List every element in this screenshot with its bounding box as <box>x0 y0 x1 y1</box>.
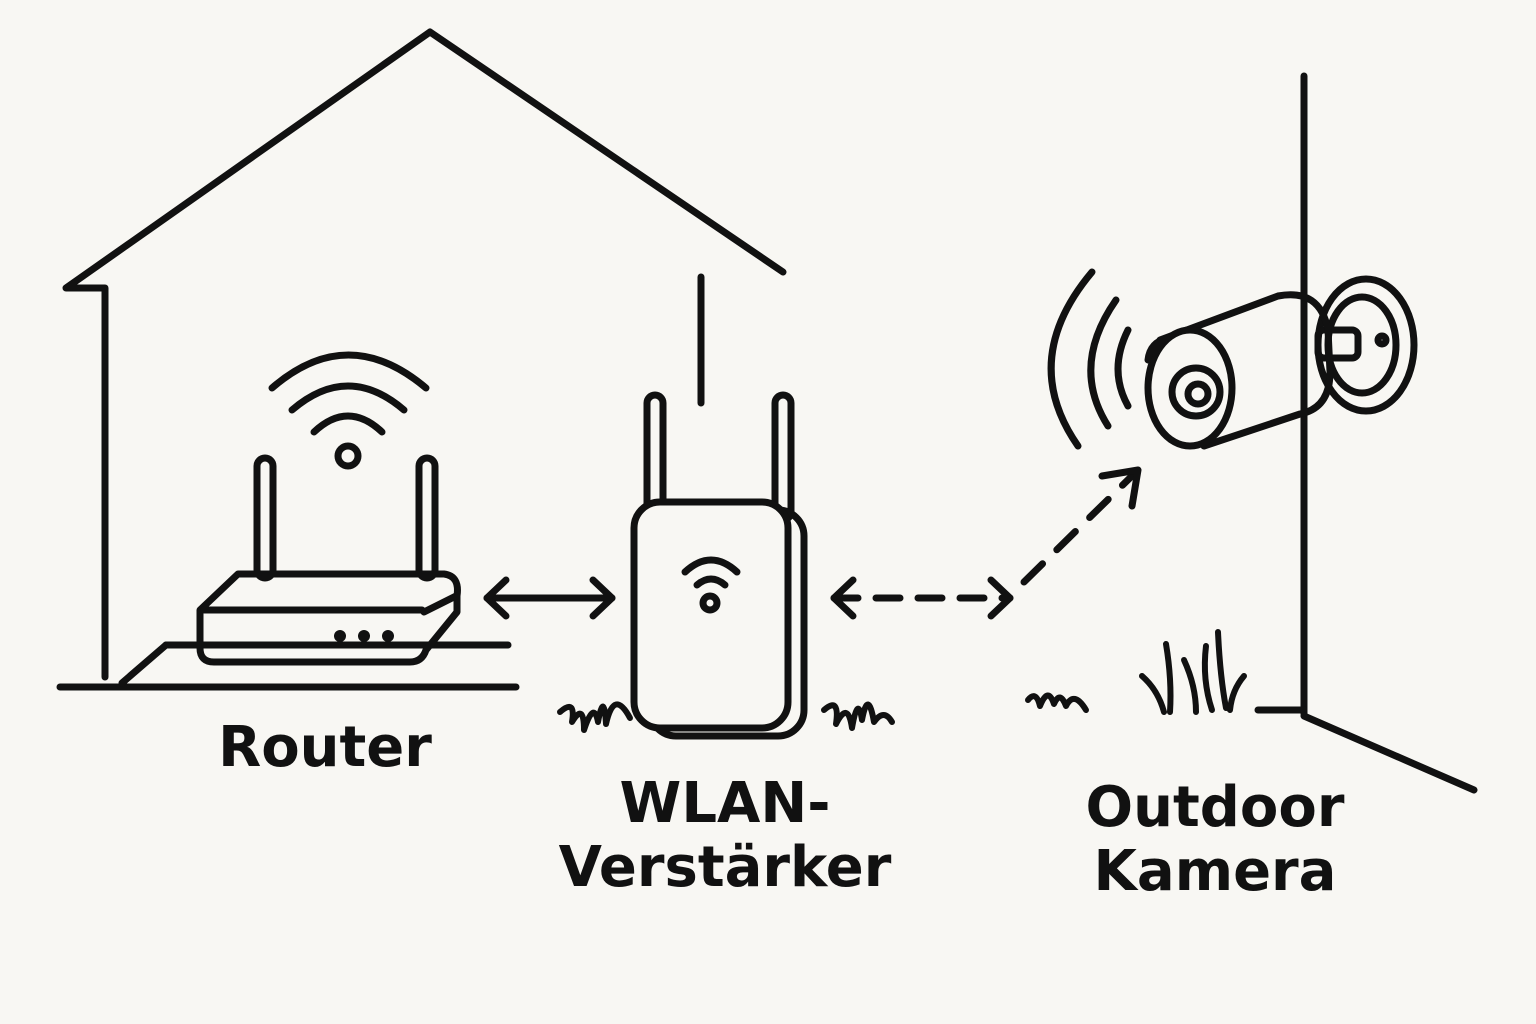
grass-icon <box>1025 629 1247 715</box>
extender-label-line2: Verstärker <box>558 835 892 900</box>
wifi-extender-icon <box>630 391 808 740</box>
router-label: Router <box>200 716 450 780</box>
router-icon <box>196 454 461 666</box>
extender-label-line1: WLAN- <box>619 771 831 836</box>
grass-icon <box>557 701 895 733</box>
router-label-text: Router <box>218 715 432 780</box>
dashed-arrow <box>830 466 1142 620</box>
signal-waves-icon <box>1047 268 1132 450</box>
house-outline <box>56 28 787 691</box>
camera-label: Outdoor Kamera <box>1060 776 1370 904</box>
double-arrow <box>483 576 616 620</box>
camera-label-line1: Outdoor <box>1085 775 1345 840</box>
outdoor-camera-icon <box>1144 275 1418 450</box>
camera-label-line2: Kamera <box>1093 839 1337 904</box>
extender-label: WLAN- Verstärker <box>545 772 905 900</box>
wall-outline <box>1254 72 1478 794</box>
wifi-icon <box>268 351 430 470</box>
